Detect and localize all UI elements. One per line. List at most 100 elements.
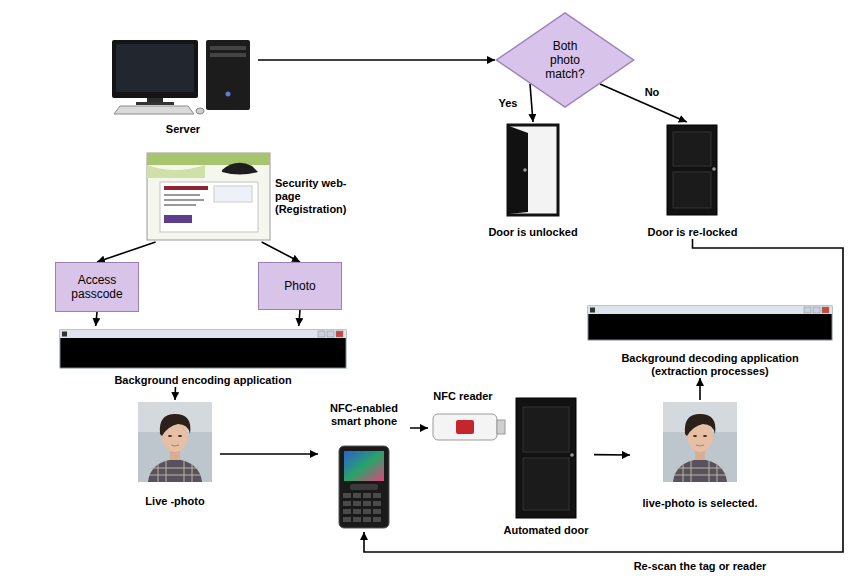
process-box: Access passcode — [55, 262, 139, 312]
decision-diamond: Both photo match? — [495, 12, 635, 108]
server-illustration — [112, 40, 250, 114]
reader-body — [433, 414, 497, 440]
edge-label: No — [643, 86, 662, 99]
connector-arrow — [410, 427, 428, 429]
application-node: Background decoding application (extract… — [585, 303, 835, 378]
node-label: Access passcode — [62, 273, 132, 301]
reader-button — [456, 420, 474, 434]
node-label: Background encoding application — [114, 374, 291, 387]
edge-label: Yes — [497, 97, 520, 110]
drive-slot — [210, 53, 246, 57]
page-panel — [160, 182, 258, 232]
photo-node: live-photo is selected. — [630, 400, 770, 510]
reader-node: NFC reader — [428, 390, 498, 445]
hat-picture — [222, 163, 258, 175]
door-panel — [523, 407, 569, 452]
photo-node: Live -photo — [130, 400, 220, 508]
live-photo-picture — [138, 402, 212, 482]
page-line — [164, 204, 196, 206]
page-button — [164, 215, 192, 223]
door-knob — [712, 167, 716, 171]
window-icon — [62, 332, 67, 337]
node-label: Security web-page (Registration) — [275, 177, 357, 216]
door-node: Door is re-locked — [635, 122, 750, 239]
mouse — [196, 108, 204, 114]
usb-plug — [497, 420, 505, 434]
page-form — [214, 186, 252, 202]
decoding-window — [588, 306, 832, 340]
node-label: Door is re-locked — [648, 226, 738, 239]
selected-photo-picture — [663, 402, 737, 482]
tower — [206, 40, 250, 110]
node-label: NFC reader — [433, 390, 492, 403]
phone-node: NFC-enabled smart phone — [318, 402, 410, 532]
connector-arrow — [258, 59, 495, 61]
node-label: Both photo match? — [540, 39, 590, 81]
window-button — [822, 307, 829, 313]
door-frame — [508, 125, 558, 215]
window-button — [327, 331, 334, 337]
connector-arrow — [364, 239, 843, 552]
console-window — [588, 306, 832, 340]
process-box: Photo — [258, 262, 342, 310]
door-node: Automated door — [498, 395, 594, 537]
nfc-reader-illustration — [433, 414, 505, 440]
encoding-window — [60, 330, 346, 368]
window-button — [804, 307, 811, 313]
phone-navpad — [350, 484, 378, 490]
connector-arrow — [530, 84, 533, 122]
door-panel — [523, 458, 569, 510]
phone-screen — [344, 451, 384, 481]
connector-arrow — [174, 387, 176, 400]
door-leaf — [516, 398, 576, 518]
node-label: NFC-enabled smart phone — [324, 402, 404, 428]
connector-arrow — [594, 454, 630, 456]
drive-slot — [210, 46, 246, 50]
smartphone-illustration — [339, 446, 389, 528]
page-line — [164, 199, 204, 201]
title-bar — [588, 306, 832, 314]
title-bar — [60, 330, 346, 338]
page-frame — [147, 153, 270, 240]
door-panel — [673, 172, 711, 208]
page-header — [147, 153, 270, 165]
window-icon — [590, 308, 595, 313]
webpage-screenshot — [147, 153, 270, 240]
door-knob — [570, 453, 574, 457]
door-panel — [673, 132, 711, 166]
connector-arrow — [96, 312, 97, 326]
connector-arrow — [97, 242, 156, 262]
node-label: Automated door — [504, 524, 589, 537]
unlocked-door-illustration — [508, 125, 558, 215]
door-leaf — [667, 125, 717, 215]
connector-arrow — [220, 453, 318, 455]
node-label: Background decoding application (extract… — [603, 352, 818, 378]
application-node: Background encoding application — [58, 326, 348, 387]
monitor-screen — [116, 44, 194, 92]
page-heading-bar — [164, 186, 208, 190]
console-window — [60, 330, 346, 368]
diamond-shape — [496, 13, 633, 107]
node-label: Photo — [284, 279, 315, 293]
door-knob — [523, 168, 527, 172]
window-button — [813, 307, 820, 313]
open-door-leaf — [509, 126, 528, 214]
server-node: Server — [108, 36, 258, 136]
node-label: live-photo is selected. — [643, 497, 758, 510]
edge-label: Re-scan the tag or reader — [632, 560, 769, 573]
phone-keypad — [343, 493, 383, 523]
webpage-node: Security web-page (Registration) — [145, 150, 357, 242]
power-light — [226, 92, 231, 97]
connector-arrow — [699, 378, 701, 400]
door-node: Door is unlocked — [478, 122, 588, 239]
window-button — [318, 331, 325, 337]
page-banner — [147, 165, 205, 178]
node-label: Server — [166, 123, 200, 136]
monitor — [112, 40, 198, 98]
connector-arrow — [600, 84, 687, 122]
connector-arrow — [299, 310, 300, 326]
connector-arrow — [262, 242, 300, 262]
window-button — [336, 331, 343, 337]
phone-body — [339, 446, 389, 528]
